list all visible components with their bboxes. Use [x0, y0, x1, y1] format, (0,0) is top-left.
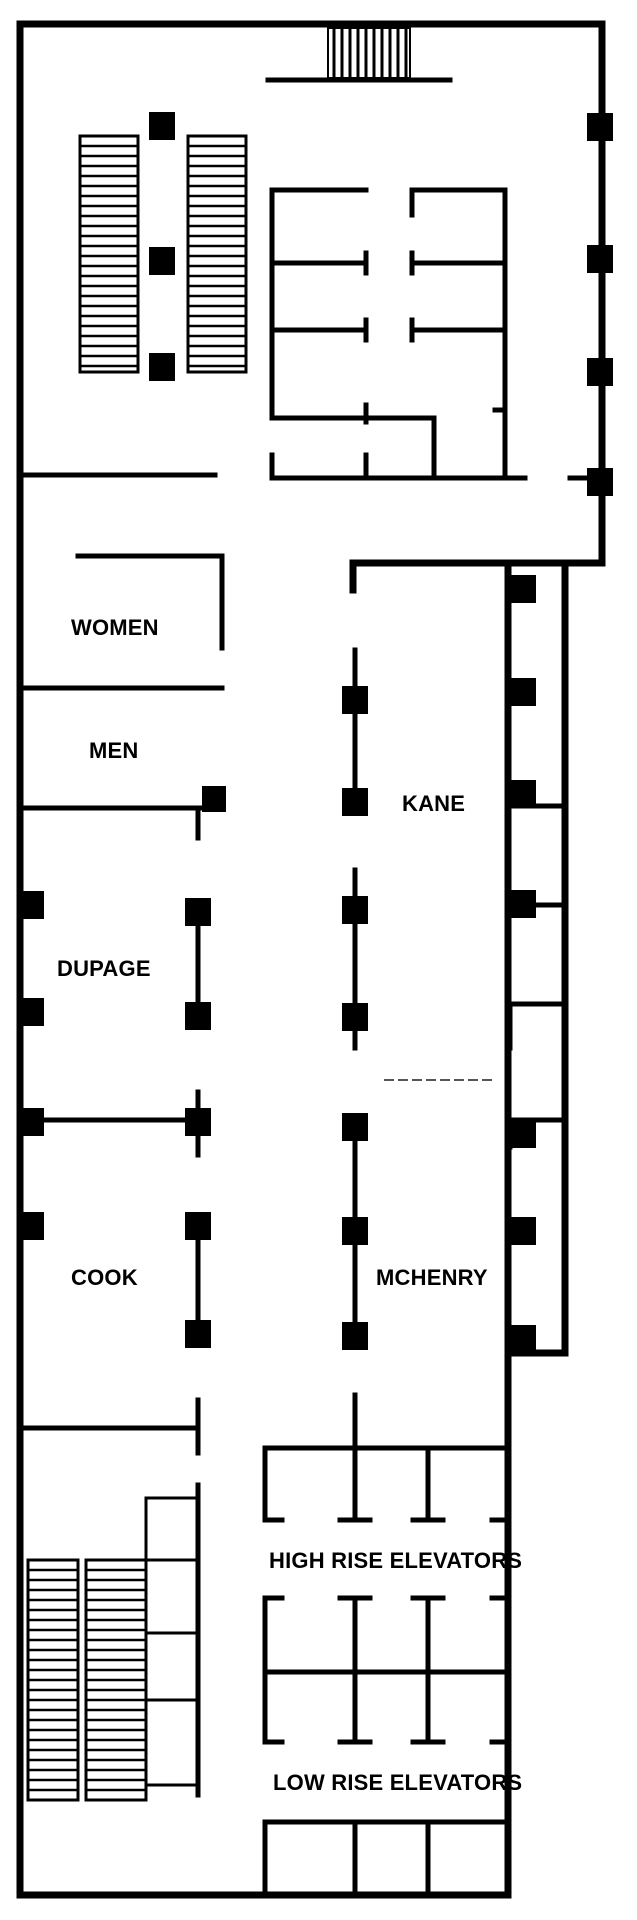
dupage-walls [17, 907, 201, 1158]
top-stair [265, 27, 453, 83]
room-label-cook: COOK [71, 1265, 138, 1290]
column [202, 786, 226, 812]
dupage-columns [18, 891, 211, 1136]
low-rise-elevator-bank [262, 1819, 511, 1898]
room-label-women: WOMEN [71, 615, 159, 640]
right-wall-columns [567, 113, 613, 496]
room-label-men: MEN [89, 738, 139, 763]
room-label-mchenry: MCHENRY [376, 1265, 488, 1290]
lower-left-stairs [26, 1482, 201, 1802]
kane-walls [352, 647, 568, 1123]
kane-columns [342, 575, 536, 1031]
label-low-rise-elevators: LOW RISE ELEVATORS [273, 1770, 522, 1795]
upper-left-stairs [78, 112, 248, 381]
upper-office-partitions [17, 187, 528, 481]
room-label-dupage: DUPAGE [57, 956, 151, 981]
label-high-rise-elevators: HIGH RISE ELEVATORS [269, 1548, 522, 1573]
cook-mchenry-columns [18, 1113, 536, 1353]
restroom-walls [17, 553, 225, 841]
high-rise-elevator-bank [262, 1392, 511, 1745]
room-label-kane: KANE [402, 791, 465, 816]
